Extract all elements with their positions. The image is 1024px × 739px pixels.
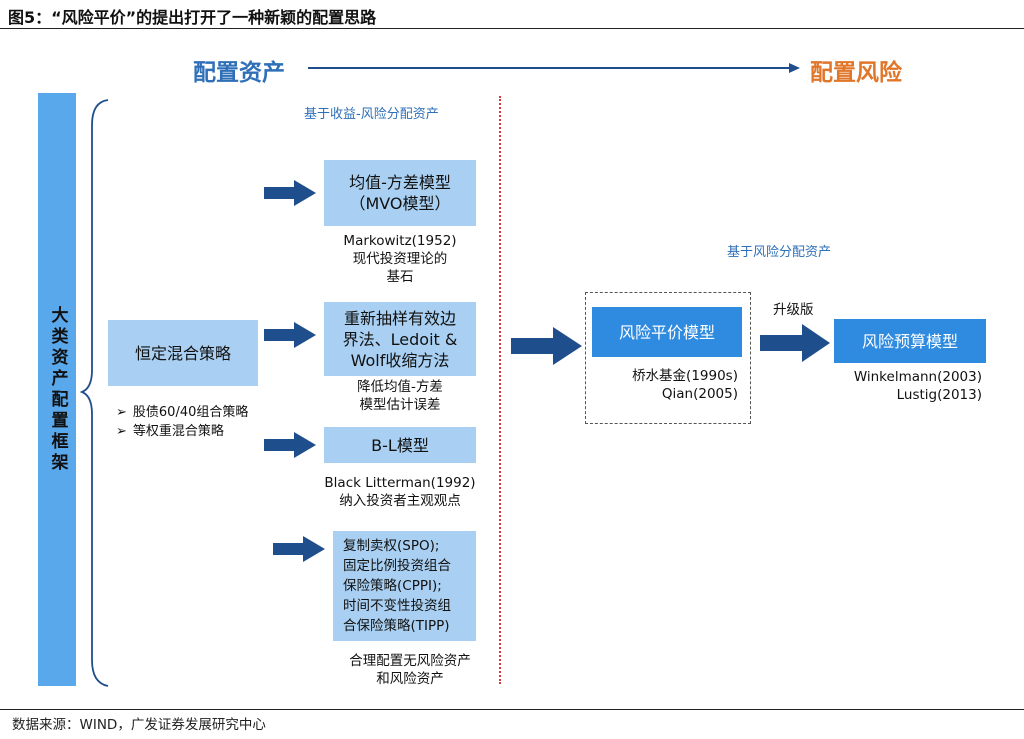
constant-mix-bullets: ➢股债60/40组合策略 ➢等权重混合策略 [116, 403, 248, 441]
bullet-item: ➢等权重混合策略 [116, 424, 224, 439]
risk-parity-group [585, 292, 751, 424]
risk-parity-caption: 桥水基金(1990s) Qian(2005) [632, 368, 738, 402]
upgrade-label: 升级版 [773, 302, 814, 318]
insurance-strategy-box: 复制卖权(SPO); 固定比例投资组合 保险策略(CPPI); 时间不变性投资组… [333, 531, 476, 641]
title-rule [0, 28, 1024, 29]
section-label-risk-only: 基于风险分配资产 [727, 245, 832, 260]
mvo-model-caption: Markowitz(1952) 现代投资理论的 基石 [343, 233, 457, 285]
framework-bar: 大类资产配置框架 [38, 93, 76, 686]
resampling-model-label: 重新抽样有效边 界法、Ledoit & Wolf收缩方法 [342, 308, 458, 370]
insurance-strategy-caption: 合理配置无风险资产 和风险资产 [349, 653, 471, 687]
mvo-model-label: 均值-方差模型 （MVO模型） [349, 173, 451, 213]
insurance-strategy-label: 复制卖权(SPO); 固定比例投资组合 保险策略(CPPI); 时间不变性投资组… [343, 538, 451, 634]
arrow-to-resampling [264, 322, 316, 348]
resampling-model-caption: 降低均值-方差 模型估计误差 [357, 379, 443, 413]
header-allocate-risk: 配置风险 [810, 60, 902, 86]
framework-bar-label: 大类资产配置框架 [47, 305, 68, 474]
section-divider [499, 96, 501, 684]
arrow-to-risk-parity [511, 327, 582, 365]
risk-parity-label: 风险平价模型 [618, 322, 715, 342]
source-rule [0, 709, 1024, 710]
bullet-item: ➢股债60/40组合策略 [116, 405, 249, 420]
source-note: 数据来源：WIND，广发证券发展研究中心 [12, 717, 266, 733]
constant-mix-box: 恒定混合策略 [108, 320, 258, 386]
arrow-to-mvo [264, 180, 316, 206]
risk-budget-label: 风险预算模型 [861, 331, 958, 351]
mvo-model-box: 均值-方差模型 （MVO模型） [324, 160, 476, 226]
constant-mix-label: 恒定混合策略 [134, 343, 231, 363]
arrow-to-risk-budget [760, 324, 830, 362]
section-label-return-risk: 基于收益-风险分配资产 [304, 107, 439, 122]
bl-model-caption: Black Litterman(1992) 纳入投资者主观观点 [324, 475, 476, 509]
bl-model-box: B-L模型 [324, 427, 476, 463]
bl-model-label: B-L模型 [371, 435, 429, 455]
header-allocate-assets: 配置资产 [193, 60, 285, 86]
risk-parity-box: 风险平价模型 [592, 307, 742, 357]
arrow-to-insurance [273, 536, 325, 562]
figure-title: 图5：“风险平价”的提出打开了一种新颖的配置思路 [8, 8, 377, 27]
resampling-model-box: 重新抽样有效边 界法、Ledoit & Wolf收缩方法 [324, 302, 476, 376]
arrow-to-bl [264, 432, 316, 458]
risk-budget-box: 风险预算模型 [834, 319, 986, 363]
risk-budget-caption: Winkelmann(2003) Lustig(2013) [853, 369, 982, 403]
